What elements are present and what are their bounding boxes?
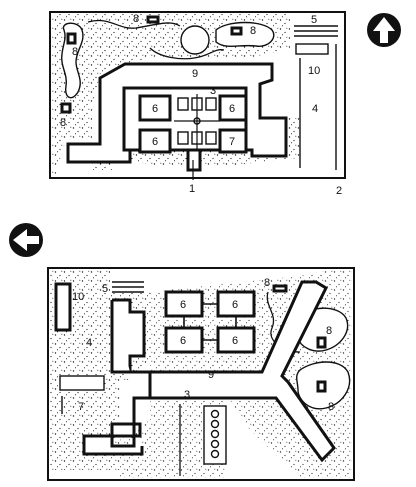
plan-top-gazebo-a — [66, 32, 77, 45]
plan-bottom-west-wing — [82, 298, 152, 456]
plan-bottom-west-court — [110, 300, 130, 374]
plan-bottom-label-pavilion-a: 6 — [180, 299, 186, 311]
plan-bottom-frame — [47, 267, 355, 481]
plan-bottom-label-garden-a: 8 — [264, 277, 270, 289]
plan-top-label-pavilion-c: 6 — [152, 136, 158, 148]
plan-top-label-entrance-service: 2 — [336, 185, 342, 197]
plan-top-label-pavilion-b: 6 — [229, 103, 235, 115]
plan-bottom-pavilion-links — [183, 303, 237, 341]
plan-top-garden-path — [87, 19, 181, 29]
plan-bottom-pavilion-a — [164, 290, 204, 318]
plan-bottom-main-building — [148, 280, 336, 463]
plan-bottom-gazebo-c — [316, 380, 327, 393]
plan-bottom: 9 3 6 6 6 6 7 4 5 10 8 8 8 — [47, 267, 355, 481]
plan-bottom-label-pavilion-d: 6 — [232, 335, 238, 347]
plan-bottom-label-pavilion-c: 6 — [180, 335, 186, 347]
plan-top-gazebo-b — [146, 15, 160, 24]
plan-top-label-entrance-main: 1 — [189, 183, 195, 195]
plan-top-pond-right — [215, 21, 275, 47]
plan-bottom-utility-lines — [112, 281, 144, 293]
plan-bottom-label-courtyard: 3 — [184, 389, 190, 401]
plan-bottom-label-garden-c: 8 — [328, 401, 334, 413]
plan-top-label-service-yard: 4 — [312, 103, 318, 115]
plan-bottom-label-garage: 10 — [72, 291, 84, 303]
plan-top-garage — [295, 43, 329, 55]
plan-top-central-cross — [174, 94, 220, 150]
plan-top-garden-path-2 — [149, 47, 225, 60]
plan-bottom-courtyard-circles — [210, 409, 220, 459]
plan-bottom-gazebo-a — [272, 284, 288, 293]
plan-bottom-garage — [54, 282, 72, 332]
arrow-up-icon — [367, 13, 401, 47]
plan-top-round-pond — [180, 25, 210, 55]
plan-top-utility-lines — [294, 25, 338, 37]
plan-top-label-pavilion-a: 6 — [152, 103, 158, 115]
plan-top-label-garden-c: 8 — [250, 25, 256, 37]
plan-top-label-utility: 5 — [311, 14, 317, 26]
plan-top-gazebo-c — [230, 26, 243, 36]
plan-top-label-garden-a: 8 — [133, 13, 139, 25]
plan-top-label-garden-d: 8 — [60, 117, 66, 129]
plan-top: 9 3 6 6 6 7 4 5 10 8 8 8 8 1 2 — [49, 11, 346, 197]
plan-bottom-label-service-yard: 4 — [86, 337, 92, 349]
plan-top-frame — [49, 11, 346, 179]
plan-top-label-courtyard: 3 — [210, 85, 216, 97]
plan-bottom-pavilion-e — [59, 375, 105, 391]
plan-top-pavilion-a — [138, 94, 172, 122]
plan-bottom-label-utility: 5 — [102, 283, 108, 295]
plan-top-label-garden-b: 8 — [72, 46, 78, 58]
plan-top-pavilion-d — [218, 128, 248, 154]
plan-bottom-label-pavilion-e: 7 — [78, 401, 84, 413]
plan-top-pavilion-c — [138, 128, 172, 154]
plan-top-label-main-building: 9 — [192, 68, 198, 80]
plan-bottom-label-garden-b: 8 — [326, 325, 332, 337]
plan-top-label-pavilion-e: 7 — [229, 136, 235, 148]
arrow-left-icon — [9, 223, 43, 257]
plan-bottom-label-pavilion-b: 6 — [232, 299, 238, 311]
plan-bottom-gazebo-b — [316, 336, 327, 349]
plan-top-pavilion-b — [218, 94, 248, 122]
plan-top-label-garage: 10 — [308, 65, 320, 77]
plan-top-gazebo-d — [60, 102, 72, 114]
plan-bottom-label-main-building: 9 — [208, 369, 214, 381]
